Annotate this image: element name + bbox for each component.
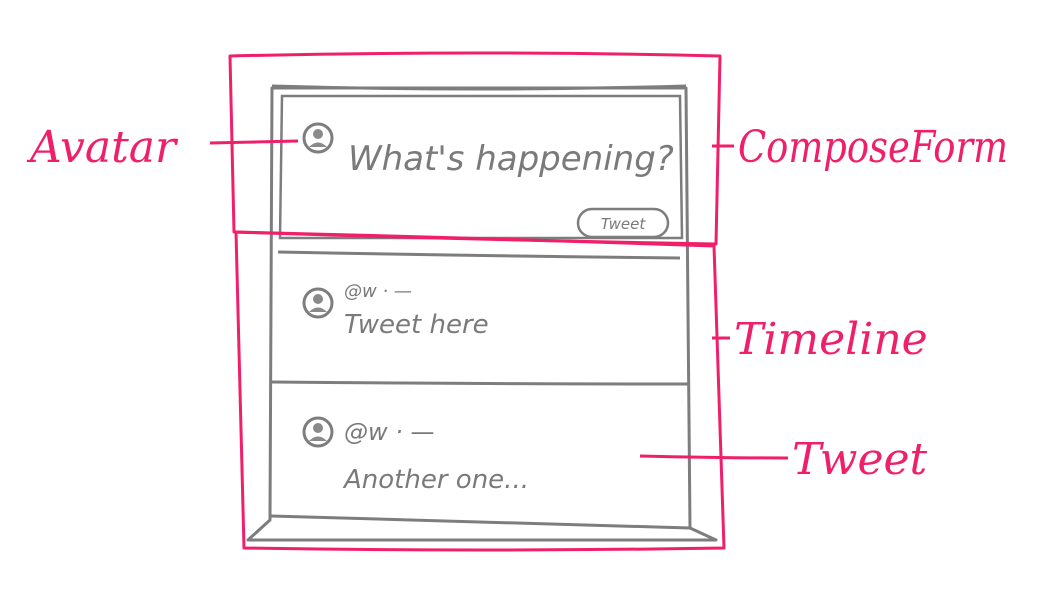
timeline-annotation: Timeline: [734, 314, 928, 365]
timeline-tweet-1[interactable]: @w · — Tweet here: [302, 281, 489, 340]
tweet-handle: @w · —: [344, 281, 412, 302]
tweet-leader-line: [639, 454, 789, 460]
avatar-leader-line: [209, 139, 299, 145]
timeline-tweet-2[interactable]: @w · — Another one...: [302, 416, 529, 495]
user-avatar-icon: [313, 129, 323, 139]
user-avatar-icon: [313, 294, 323, 304]
device-frame-bottom-edge: [270, 514, 691, 530]
avatar-annotation: Avatar: [26, 122, 179, 173]
tweet-button[interactable]: Tweet: [576, 207, 670, 239]
device-frame-top: [271, 84, 687, 91]
tweet-button-label: Tweet: [601, 215, 647, 233]
tweet-body: Tweet here: [344, 310, 489, 340]
compose-box: [278, 94, 684, 240]
compose-input[interactable]: What's happening?: [348, 139, 674, 179]
compose-form-annotation: ComposeForm: [738, 122, 1008, 173]
tweet-handle: @w · —: [344, 418, 435, 446]
device-frame: [246, 86, 718, 542]
tweet-divider: [271, 380, 689, 386]
compose-avatar[interactable]: [302, 122, 334, 154]
tweet-annotation: Tweet: [792, 434, 928, 485]
tweet-body: Another one...: [342, 465, 529, 495]
timeline-top-divider: [277, 250, 681, 260]
timeline-outline: [234, 230, 726, 552]
user-avatar-icon: [313, 423, 323, 433]
